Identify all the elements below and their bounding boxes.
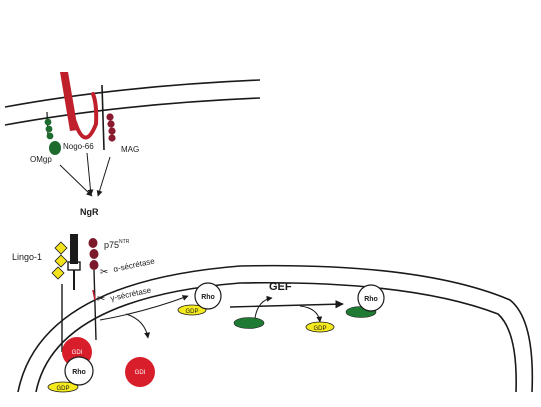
gdp-out-arrow: [299, 305, 323, 323]
gdp-label: GDP: [313, 326, 326, 332]
omgp-label: OMgp: [30, 155, 52, 164]
gdp-label: GDP: [185, 309, 198, 315]
gtp-molecule: [233, 317, 265, 329]
neuron-membrane: [17, 264, 534, 393]
gdi-label: GDI: [135, 370, 146, 376]
rho-label: Rho: [364, 296, 378, 303]
gamma-secretase-label: γ-sécrétase: [110, 285, 153, 303]
upper-membrane: [4, 79, 261, 126]
nogo66-label: Nogo-66: [63, 142, 94, 151]
mag-label: MAG: [121, 145, 139, 154]
released-gdp: GDP: [305, 321, 335, 333]
nogo66-protein: [60, 72, 99, 140]
gtp-in-arrow: [254, 295, 273, 319]
omgp-protein: [44, 111, 61, 155]
ligand-arrows: [59, 152, 111, 197]
lingo1-label: Lingo-1: [12, 252, 42, 262]
alpha-secretase: ✂ α-sécrétase: [100, 256, 156, 278]
ngr-label: NgR: [80, 207, 99, 217]
cleavage-arrow: [125, 313, 151, 339]
rho-gdp: GDP Rho: [177, 282, 222, 316]
ngr-receptor: [67, 234, 81, 290]
alpha-secretase-label: α-sécrétase: [113, 256, 156, 274]
gdi-rho-gdp-complex: GDI GDP Rho: [47, 337, 94, 393]
gef-label: GEF: [269, 281, 292, 293]
gdi-label: GDI: [72, 350, 83, 356]
mag-protein: [101, 84, 116, 151]
gdp-label: GDP: [56, 386, 69, 392]
gef-arrow: [229, 300, 344, 309]
lingo1-protein: [51, 241, 68, 352]
activation-arrow: [99, 295, 189, 321]
rho-label: Rho: [201, 294, 215, 301]
rho-gtp: Rho: [345, 284, 385, 318]
p75-label: p75NTR: [104, 239, 130, 250]
free-gdi: GDI: [125, 357, 155, 387]
rho-label: Rho: [72, 369, 86, 376]
scissors-icon: ✂: [100, 267, 108, 278]
scissors-icon: ✂: [97, 294, 105, 305]
p75ntr-protein: [88, 238, 99, 341]
